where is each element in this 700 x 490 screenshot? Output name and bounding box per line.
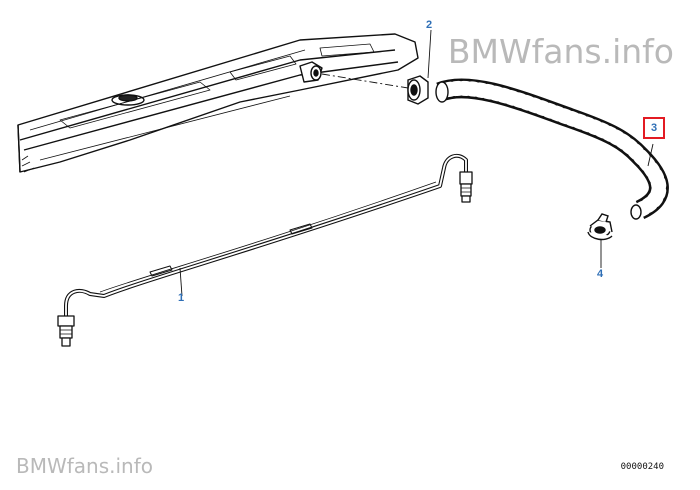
callout-4[interactable]: 4 <box>597 268 604 280</box>
cylinder-head-cover <box>17 33 419 173</box>
drawing-number: 00000240 <box>620 462 664 472</box>
watermark-top: BMWfans.info <box>447 32 674 71</box>
pipe <box>57 153 473 347</box>
clamp <box>587 213 613 241</box>
watermark-bottom: BMWfans.info <box>16 454 154 478</box>
hose <box>432 78 669 220</box>
assembly-centerline <box>321 73 409 89</box>
callout-1[interactable]: 1 <box>178 292 185 304</box>
callout-3[interactable]: 3 <box>643 117 666 139</box>
nut <box>407 75 429 105</box>
callout-2[interactable]: 2 <box>426 19 433 31</box>
leader-lines <box>179 29 654 297</box>
